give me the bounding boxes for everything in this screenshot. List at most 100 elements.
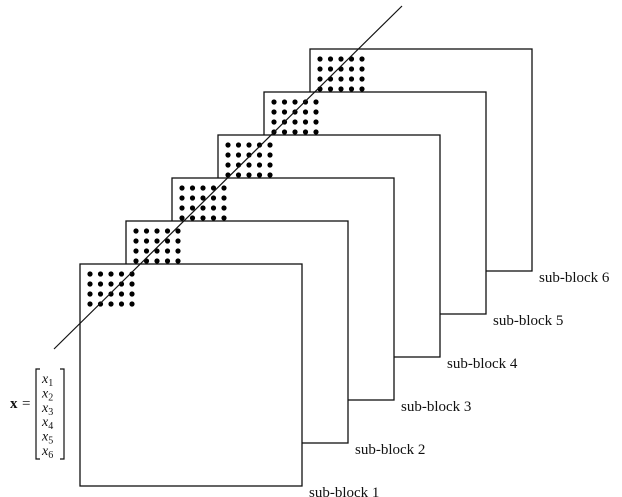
data-dot	[225, 142, 231, 148]
data-dot	[281, 129, 288, 135]
data-dot	[200, 195, 206, 201]
data-dot	[189, 205, 196, 211]
data-dot	[267, 142, 273, 148]
data-dot	[327, 56, 334, 62]
data-dot	[164, 238, 171, 244]
data-dot	[348, 66, 355, 72]
data-dot	[97, 291, 104, 297]
data-dot	[221, 195, 227, 201]
data-dot	[302, 119, 309, 125]
data-dot	[317, 66, 323, 72]
data-dot	[359, 66, 365, 72]
data-dot	[210, 195, 217, 201]
data-dot	[281, 99, 288, 105]
data-dot	[313, 109, 319, 115]
data-dot	[87, 301, 93, 307]
data-dot	[129, 281, 135, 287]
data-dot	[302, 109, 309, 115]
data-dot	[327, 86, 334, 92]
data-dot	[133, 258, 139, 264]
data-dot	[235, 142, 242, 148]
data-dot	[200, 215, 206, 221]
data-dot	[256, 162, 263, 168]
right-bracket	[60, 368, 65, 460]
data-dot	[87, 291, 93, 297]
data-dot	[359, 56, 365, 62]
data-dot	[327, 66, 334, 72]
data-dot	[292, 119, 298, 125]
data-dot	[210, 215, 217, 221]
vector-name: x	[10, 396, 18, 412]
data-dot	[164, 228, 171, 234]
data-dot	[256, 152, 263, 158]
data-dot	[164, 248, 171, 254]
data-dot	[271, 109, 277, 115]
sub-block-label: sub-block 3	[401, 399, 471, 415]
data-dot	[143, 228, 150, 234]
data-dot	[338, 76, 344, 82]
data-dot	[225, 162, 231, 168]
data-dot	[271, 119, 277, 125]
data-dot	[108, 301, 114, 307]
data-dot	[179, 185, 185, 191]
data-dot	[338, 86, 344, 92]
sub-block-label: sub-block 5	[493, 313, 563, 329]
data-dot	[179, 195, 185, 201]
diagonal-line-layer	[53, 5, 403, 350]
data-dot	[108, 271, 114, 277]
data-dot	[271, 99, 277, 105]
data-dot	[175, 238, 181, 244]
data-dot	[210, 205, 217, 211]
data-dot	[118, 271, 125, 277]
data-dot	[118, 301, 125, 307]
data-dot	[118, 291, 125, 297]
diagonal-line	[53, 5, 403, 350]
data-dot	[359, 76, 365, 82]
data-dot	[129, 291, 135, 297]
data-dot	[175, 258, 181, 264]
data-dot	[313, 119, 319, 125]
data-dot	[348, 86, 355, 92]
data-dot	[108, 281, 114, 287]
sub-block-label: sub-block 6	[539, 270, 610, 286]
data-dot	[97, 271, 104, 277]
data-dot	[200, 205, 206, 211]
data-dot	[267, 152, 273, 158]
data-dot	[189, 185, 196, 191]
data-dot	[313, 129, 319, 135]
data-dot	[359, 86, 365, 92]
data-dot	[338, 56, 344, 62]
data-dot	[200, 185, 206, 191]
data-dot	[267, 172, 273, 178]
data-dot	[175, 248, 181, 254]
data-dot	[118, 281, 125, 287]
data-dot	[317, 56, 323, 62]
data-dot	[235, 152, 242, 158]
data-dot	[221, 185, 227, 191]
data-dot	[256, 142, 263, 148]
data-dot	[256, 172, 263, 178]
data-dot	[108, 291, 114, 297]
data-dot	[143, 238, 150, 244]
data-dot	[235, 172, 242, 178]
data-dot	[133, 228, 139, 234]
data-dot	[246, 142, 252, 148]
dot-grid	[133, 228, 181, 264]
data-dot	[189, 195, 196, 201]
left-bracket	[35, 368, 40, 460]
data-dot	[129, 301, 135, 307]
dot-grid	[179, 185, 227, 221]
data-dot	[225, 152, 231, 158]
dot-grid	[87, 271, 135, 307]
data-dot	[154, 238, 160, 244]
data-dot	[281, 109, 288, 115]
sub-block-label: sub-block 2	[355, 442, 425, 458]
sub-block-label: sub-block 4	[447, 356, 518, 372]
data-dot	[267, 162, 273, 168]
data-dot	[133, 248, 139, 254]
data-dot	[154, 248, 160, 254]
